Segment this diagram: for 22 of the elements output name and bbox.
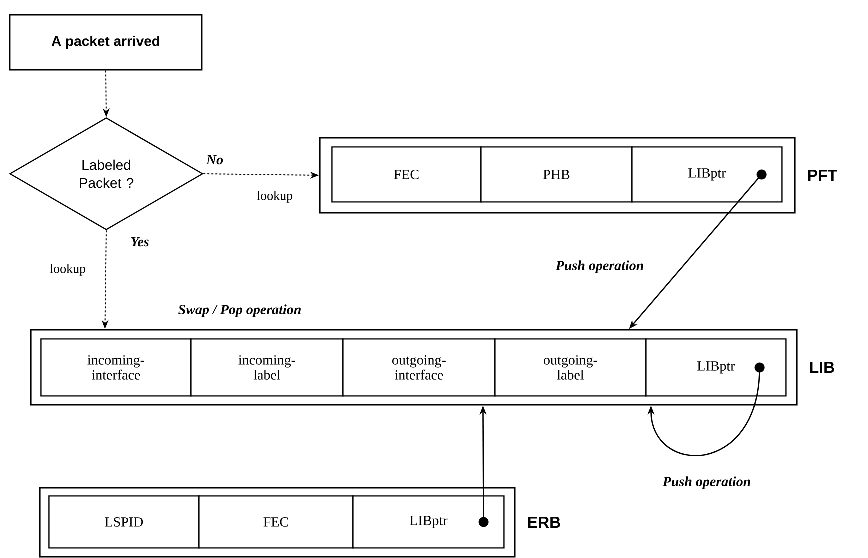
node-label: PFT [808,170,838,182]
edge-label: lookup [256,190,294,204]
arrow [648,362,765,456]
node-label: LIB [810,362,834,374]
table-cell: LIBptr [352,496,505,549]
branch-label: No [206,155,224,165]
edge-label: Push operation [662,476,752,490]
table-cell: incoming-label [190,338,344,397]
table-cell: FEC [332,146,482,203]
table-cell: LIBptr [632,146,783,203]
edge-label: Push operation [554,260,646,274]
table-cell: PHB [480,146,633,203]
edge-label: lookup [48,263,88,277]
operation-label: Swap / Pop operation [178,304,301,318]
node-label: ERB [528,517,560,528]
table-cell: outgoing-label [494,338,647,397]
process-box: A packet arrived [9,14,203,71]
table-cell: FEC [198,496,354,549]
table-cell: outgoing-interface [342,338,496,397]
table-cell: LSPID [48,496,200,549]
table-cell: LIBptr [646,338,787,397]
table-cell: incoming-interface [40,338,192,397]
